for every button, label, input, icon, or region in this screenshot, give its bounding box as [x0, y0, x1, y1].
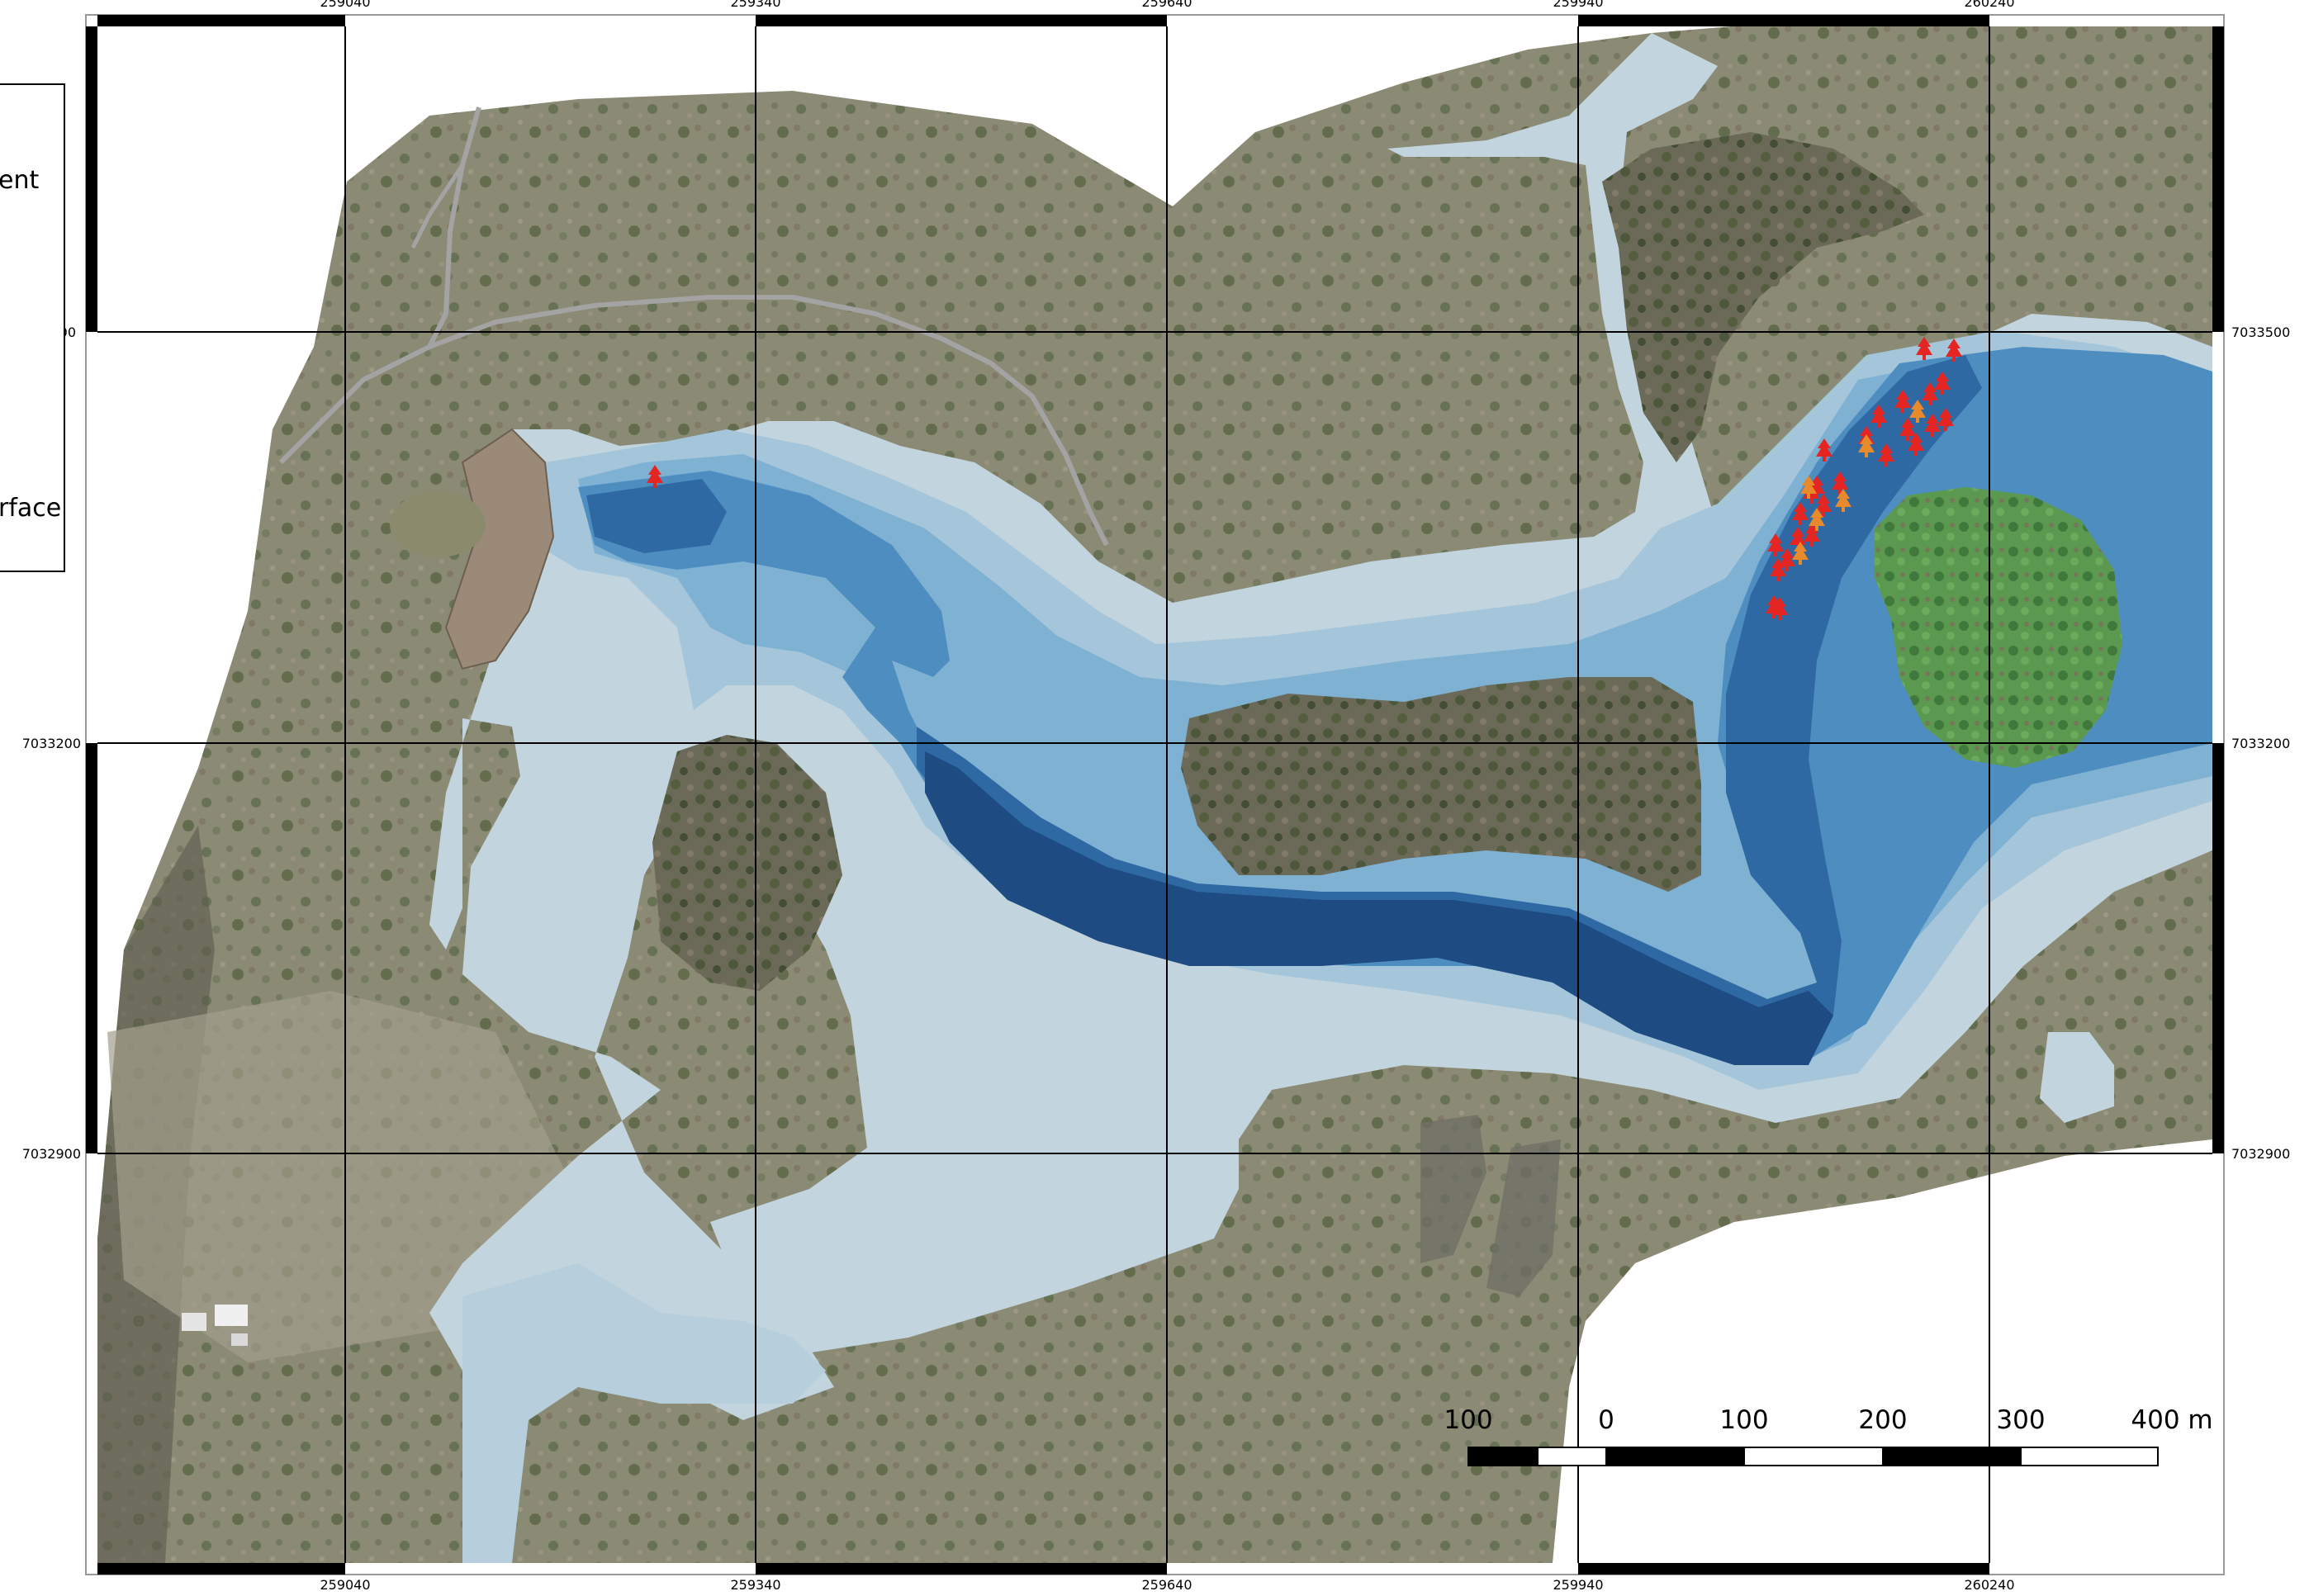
building — [231, 1333, 248, 1346]
tree-marker-red[interactable] — [1937, 408, 1954, 431]
x-tick-labels-bottom: 259040 259340 259640 259940 260240 — [320, 1577, 2014, 1593]
tree-marker-red[interactable] — [1816, 438, 1833, 462]
tree-marker-orange[interactable] — [1800, 476, 1817, 499]
frame-bars — [86, 15, 2224, 1575]
reservoir-pond — [390, 491, 486, 557]
scale-label: 200 — [1858, 1405, 1907, 1435]
markers — [647, 337, 1962, 620]
y-tick-label-right: 7033200 — [2231, 736, 2290, 751]
tree-marker-red[interactable] — [1870, 405, 1887, 428]
legend-item-label: ent — [0, 166, 39, 195]
tree-marker-red[interactable] — [1770, 558, 1786, 581]
field-patch — [1420, 1115, 1486, 1263]
y-tick-labels: 00 7033200 7032900 7033500 7033200 70329… — [22, 324, 2291, 1162]
water-deepest — [925, 751, 1833, 1065]
x-tick-label: 259940 — [1553, 1577, 1603, 1593]
road — [278, 107, 481, 465]
x-tick-label: 260240 — [1964, 0, 2014, 10]
tree-marker-red[interactable] — [1878, 443, 1894, 466]
field-patch — [1486, 1139, 1561, 1296]
tree-marker-orange[interactable] — [1858, 434, 1875, 457]
scale-label: 100 — [1719, 1405, 1768, 1435]
scale-label: 0 — [1598, 1405, 1614, 1435]
tree-marker-red[interactable] — [1894, 390, 1911, 413]
legend: ent rface — [0, 83, 65, 572]
scale-bar: 100 0 100 200 300 400 m — [1444, 1405, 2213, 1466]
tree-marker-red[interactable] — [1934, 372, 1951, 395]
y-tick-label-right: 7033500 — [2231, 324, 2290, 340]
x-tick-label: 259040 — [320, 0, 370, 10]
water-shallow-lower — [462, 1263, 826, 1563]
tree-marker-orange[interactable] — [1809, 508, 1825, 531]
tree-marker-red[interactable] — [1924, 414, 1941, 437]
tree-marker-red[interactable] — [1946, 339, 1962, 362]
dam-wall — [444, 428, 555, 670]
x-tick-label: 259340 — [730, 1577, 780, 1593]
pond-shallow — [2040, 1032, 2114, 1123]
tree-marker-orange[interactable] — [1909, 400, 1926, 423]
tree-marker-red[interactable] — [1908, 433, 1924, 456]
y-tick-label-left: 7032900 — [22, 1146, 81, 1162]
road — [410, 163, 465, 249]
x-tick-label: 259040 — [320, 1577, 370, 1593]
tree-marker-red[interactable] — [1792, 502, 1809, 525]
road — [428, 295, 1109, 547]
tree-marker-red[interactable] — [1767, 533, 1784, 556]
x-tick-label: 259640 — [1141, 1577, 1192, 1593]
x-tick-label: 259640 — [1141, 0, 1192, 10]
tree-marker-red[interactable] — [1916, 337, 1932, 360]
scale-label: 400 m — [2131, 1405, 2212, 1435]
tree-marker-orange[interactable] — [1792, 542, 1809, 565]
x-tick-label: 259340 — [730, 0, 780, 10]
x-tick-label: 260240 — [1964, 1577, 2014, 1593]
y-tick-label-left: 7033200 — [22, 736, 81, 751]
tree-marker-red[interactable] — [1899, 418, 1916, 441]
tree-marker-red[interactable] — [1832, 471, 1848, 495]
x-tick-labels-top: 259040 259340 259640 259940 260240 — [320, 0, 2014, 10]
peninsula-vegetation — [652, 735, 842, 991]
scale-label: 300 — [1996, 1405, 2045, 1435]
tree-marker-orange[interactable] — [1835, 489, 1851, 512]
island-vegetation — [1181, 677, 1701, 892]
upper-peninsula-vegetation — [1602, 132, 1924, 462]
tree-marker-red[interactable] — [1804, 523, 1820, 547]
tree-marker-red[interactable] — [1922, 382, 1938, 405]
green-island — [1875, 487, 2122, 768]
graticule — [97, 26, 2212, 1563]
tree-marker-red[interactable] — [1766, 595, 1782, 618]
x-tick-label: 259940 — [1553, 0, 1603, 10]
tree-marker-red[interactable] — [647, 465, 663, 488]
building — [215, 1305, 248, 1326]
building — [182, 1313, 206, 1331]
legend-item-label: rface — [0, 494, 61, 523]
tree-marker-red[interactable] — [1815, 494, 1832, 517]
scale-label: 100 — [1444, 1405, 1492, 1435]
y-tick-label-right: 7032900 — [2231, 1146, 2290, 1162]
